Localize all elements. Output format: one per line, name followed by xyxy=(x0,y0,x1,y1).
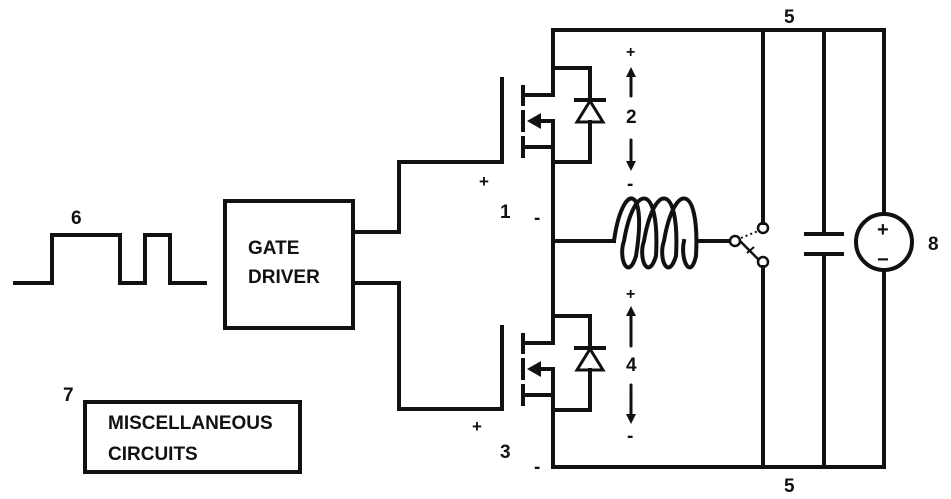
gate-driver-label-line1: GATE xyxy=(248,238,299,259)
label-misc-block: 7 xyxy=(63,385,74,406)
label-pulse-signal: 6 xyxy=(71,208,82,229)
voltage-source xyxy=(854,212,914,272)
misc-circuits-label-line2: CIRCUITS xyxy=(108,444,198,465)
gate-wire-top xyxy=(351,160,504,234)
label-mosfet-bottom: 3 xyxy=(500,442,511,463)
label-bus-top: 5 xyxy=(784,7,795,28)
mosfet-bottom xyxy=(500,314,606,412)
label-bus-bottom: 5 xyxy=(784,476,795,497)
mosfet-top xyxy=(500,66,606,164)
voltage-bottom-plus: + xyxy=(626,286,635,303)
misc-circuits-label-line1: MISCELLANEOUS xyxy=(108,413,273,434)
capacitor xyxy=(804,28,844,469)
switch xyxy=(728,221,770,269)
source-minus-sign: − xyxy=(877,249,889,271)
misc-circuits-box xyxy=(83,400,302,474)
voltage-top-plus: + xyxy=(626,44,635,61)
label-voltage-bottom: 4 xyxy=(626,355,637,376)
gate-driver-label-line2: DRIVER xyxy=(248,267,320,288)
polarity-plus-top-gate: + xyxy=(479,172,489,191)
inductor xyxy=(611,196,699,270)
voltage-top-minus: - xyxy=(627,174,633,195)
gate-driver-box xyxy=(223,199,355,330)
bottom-bus-wire xyxy=(551,268,886,469)
polarity-minus-top-source: - xyxy=(534,208,540,229)
polarity-minus-bottom-source: - xyxy=(534,457,540,478)
top-bus-wire xyxy=(551,28,886,216)
label-source: 8 xyxy=(928,234,939,255)
label-mosfet-top: 1 xyxy=(500,202,511,223)
polarity-plus-bottom-gate: + xyxy=(472,417,482,436)
voltage-bottom-minus: - xyxy=(627,426,633,447)
pulse-waveform xyxy=(13,233,207,285)
gate-wire-bottom xyxy=(351,281,504,411)
source-plus-sign: + xyxy=(877,219,889,241)
label-voltage-top: 2 xyxy=(626,107,637,128)
